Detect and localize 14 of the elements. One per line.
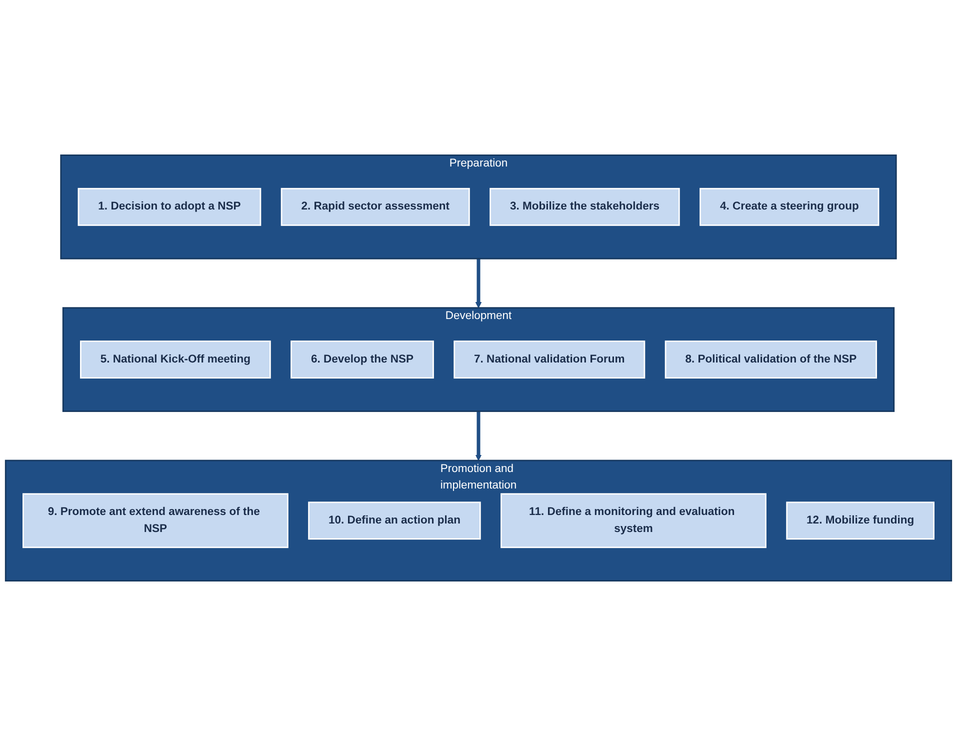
node-box: 12. Mobilize funding bbox=[786, 502, 934, 540]
arrow bbox=[475, 411, 482, 461]
node-box: 6. Develop the NSP bbox=[290, 340, 434, 379]
node-box: 9. Promote ant extend awareness of the NSP bbox=[22, 493, 288, 548]
node-box: 3. Mobilize the stakeholders bbox=[490, 188, 680, 226]
node-box: 2. Rapid sector assessment bbox=[280, 188, 470, 226]
node-box: 10. Define an action plan bbox=[308, 502, 481, 540]
node-box: 5. National Kick-Off meeting bbox=[80, 340, 271, 379]
node-box: 1. Decision to adopt a NSP bbox=[78, 188, 262, 226]
node-box: 4. Create a steering group bbox=[700, 188, 880, 226]
arrow bbox=[475, 258, 482, 308]
node-box: 11. Define a monitoring and evaluation system bbox=[500, 493, 766, 548]
node-box: 7. National validation Forum bbox=[454, 340, 646, 379]
node-box: 8. Political validation of the NSP bbox=[664, 340, 877, 379]
